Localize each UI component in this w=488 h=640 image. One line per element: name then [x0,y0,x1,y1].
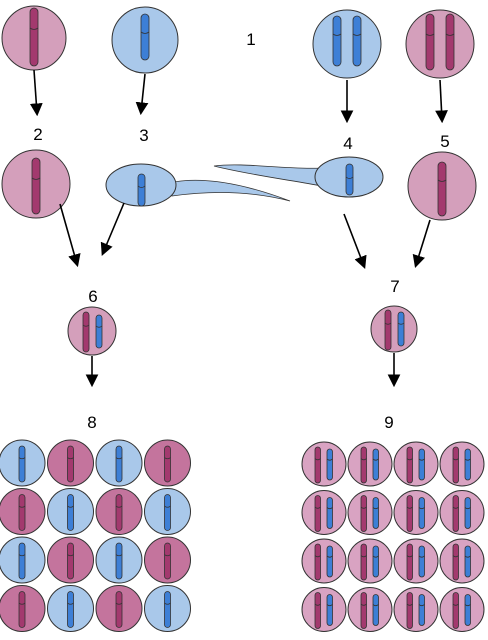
grid8-cell [95,439,143,487]
grid8-cell [95,488,143,535]
zygote-6 [67,306,117,356]
arrow-3-to-6 [100,202,125,256]
grid9-cell [347,538,393,584]
grid8-cell [95,536,143,584]
offspring-grid-8 [0,439,191,632]
parent-cell-pink [1,5,67,71]
grid9-cell [347,490,393,535]
label-2: 2 [33,125,43,144]
parent-cell-pink-diploid [405,9,475,79]
label-9: 9 [384,413,394,432]
grid9-cell [301,490,347,535]
zygote-7 [370,305,418,353]
grid9-cell [393,490,439,535]
grid9-cell [393,587,439,632]
grid9-cell [301,441,347,487]
grid8-cell [0,536,46,584]
arrow-1-to-5 [435,79,448,124]
grid8-cell [47,488,94,535]
label-7: 7 [390,277,400,296]
grid9-cell [393,538,439,584]
grid9-cell [439,441,485,487]
grid8-cell [47,439,94,487]
grid9-cell [301,587,347,632]
grid8-cell [47,536,94,584]
grid8-cell [47,585,94,632]
grid8-cell [144,439,191,487]
offspring-grid-9 [301,441,485,632]
label-4: 4 [343,134,353,153]
grid9-cell [347,441,393,487]
arrow-1-to-2 [29,69,43,117]
grid8-cell [144,488,191,535]
grid9-cell [393,441,439,487]
label-6: 6 [88,287,98,306]
label-5: 5 [440,132,450,151]
label-3: 3 [139,126,149,145]
grid9-cell [439,538,485,584]
cell-2-pink-haploid [1,149,71,219]
cell-4-sperm-blue [213,156,384,198]
label-8: 8 [87,413,97,432]
parent-cell-blue-diploid [312,9,382,79]
grid8-cell [0,488,46,535]
arrow-2-to-6 [59,203,81,268]
arrow-4-to-7 [343,213,367,269]
cell-3-sperm-blue [105,163,291,207]
grid8-cell [144,585,191,632]
grid9-cell [439,490,485,535]
grid8-cell [0,439,46,487]
arrow-1-to-3 [135,73,149,116]
grid9-cell [301,538,347,584]
label-1: 1 [246,30,256,49]
grid9-cell [347,587,393,632]
grid8-cell [144,536,191,584]
arrow-5-to-7 [412,219,431,269]
grid8-cell [0,585,46,632]
cell-5-pink-haploid [407,151,477,221]
parent-cell-blue [111,6,179,74]
grid9-cell [439,587,485,632]
grid8-cell [95,585,143,632]
